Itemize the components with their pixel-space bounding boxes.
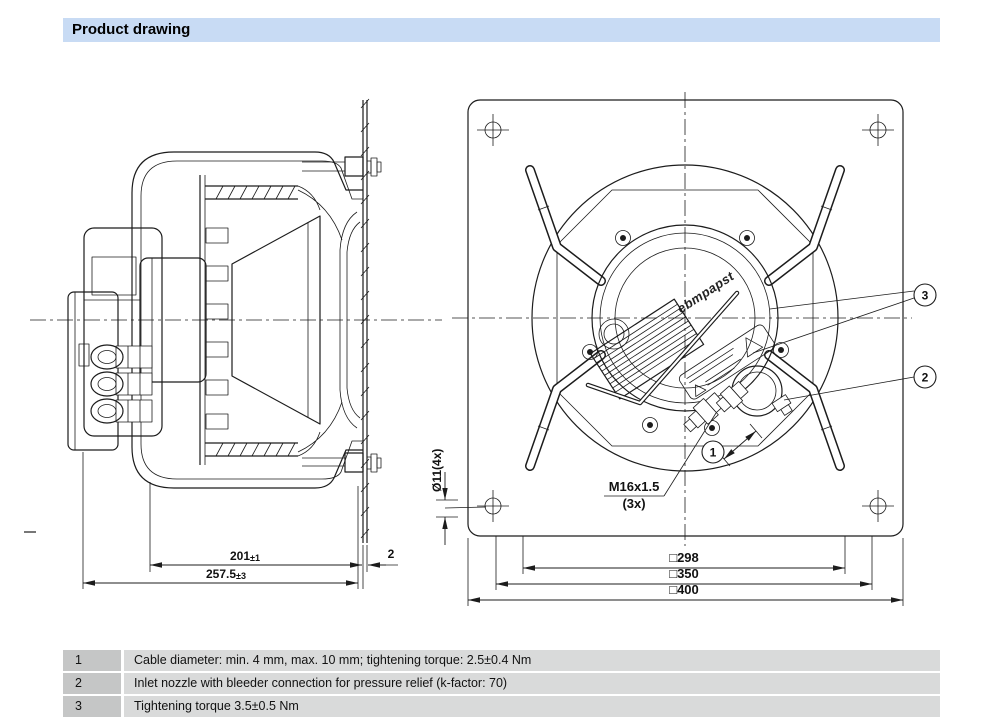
warning-icon [694,384,707,397]
brand-logo: ebmpapst [674,268,737,316]
inlet-cone [231,215,321,425]
svg-text:M16x1.5: M16x1.5 [609,479,660,494]
mounting-bolt-bottom [302,452,382,473]
warning-label [678,324,776,400]
corner-hole [477,490,509,522]
strut-top-right [764,165,845,286]
note-number: 3 [63,696,121,717]
scroll-circle [531,164,839,472]
dimension-depth: 201±1 [149,482,368,589]
cable-glands-side [90,344,153,424]
hub-opening [598,318,630,350]
thread-label: M16x1.5 (3x) [604,412,717,511]
page-title: Product drawing [72,21,191,38]
table-row: 3 Tightening torque 3.5±0.5 Nm [63,696,940,717]
motor-ring [591,224,779,412]
section-header: Product drawing [63,18,940,42]
dimension-square-400: □400 [467,538,904,606]
notes-table: 1 Cable diameter: min. 4 mm, max. 10 mm;… [63,650,940,719]
mounting-plate-edge [360,98,370,543]
corner-hole [862,114,894,146]
table-row: 2 Inlet nozzle with bleeder connection f… [63,673,940,694]
wall-plate [467,99,904,537]
dimension-total-depth: 257.5±3 [82,452,358,589]
side-view: 201±1 257.5±3 2 Ø11(4x) [30,98,487,589]
impeller [139,175,343,465]
wire-clip [585,290,740,406]
dim-hole-label: Ø11(4x) [430,449,444,492]
warning-icon [745,337,764,358]
svg-text:1: 1 [710,446,717,460]
corner-hole [477,114,509,146]
cable-gland-cluster [683,381,749,433]
strut-frame [131,151,363,489]
dim-257-label: 257.5±3 [206,567,246,581]
table-row: 1 Cable diameter: min. 4 mm, max. 10 mm;… [63,650,940,671]
dimension-square-298: □298 [522,536,846,574]
corner-hole [862,490,894,522]
callout-3: 3 [752,283,937,354]
note-text: Cable diameter: min. 4 mm, max. 10 mm; t… [124,650,940,671]
front-view: ebmpapst [452,92,937,606]
svg-text:□298: □298 [669,550,699,565]
product-drawing-canvas: 201±1 257.5±3 2 Ø11(4x) [24,92,937,606]
callout-2: 2 [783,365,937,401]
ring-screws [582,230,789,436]
svg-text:(3x): (3x) [622,496,645,511]
dim-201-label: 201±1 [230,549,260,563]
terminal-box [67,291,119,451]
rotor-hub [139,257,207,383]
note-text: Tightening torque 3.5±0.5 Nm [124,696,940,717]
dimension-plate-thickness: 2 [368,547,398,568]
dim-2-label: 2 [388,547,395,561]
callout-1: 1 [701,423,763,467]
strut-top-left [525,165,606,286]
dimension-square-350: □350 [495,536,873,590]
strut-bottom-left [525,350,606,471]
housing-octagon [556,189,814,447]
svg-text:□350: □350 [669,566,699,581]
flange-clips [205,227,229,430]
heatsink [589,298,705,400]
mounting-bolt-top [302,156,382,177]
note-text: Inlet nozzle with bleeder connection for… [124,673,940,694]
inlet-ring [339,211,361,429]
svg-text:□400: □400 [669,582,699,597]
note-number: 1 [63,650,121,671]
strut-bottom-right [764,350,845,471]
dimension-mounting-holes: Ø11(4x) [430,449,487,545]
motor-housing [83,227,163,437]
note-number: 2 [63,673,121,694]
svg-text:3: 3 [922,289,929,303]
svg-text:2: 2 [922,371,929,385]
